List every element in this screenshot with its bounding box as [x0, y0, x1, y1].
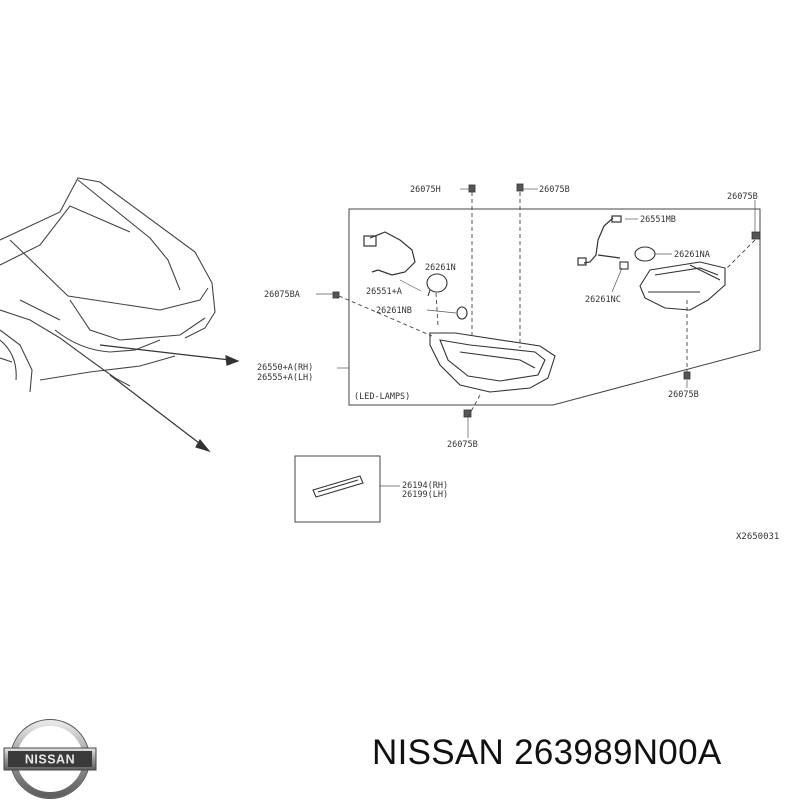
label-harness-left: 26551+A: [366, 287, 402, 297]
label-bottom-clip: 26075B: [447, 440, 478, 450]
brand-part-number: NISSAN 263989N00A: [372, 733, 722, 772]
leader-lines: [338, 192, 756, 418]
nissan-logo: NISSAN: [3, 719, 97, 799]
harness-right: [577, 215, 622, 266]
car-rear-outline: [0, 177, 216, 393]
assembly-frame: [348, 208, 761, 406]
label-reflector-rh: 26194(RH): [402, 481, 448, 491]
bulb-left: [426, 273, 448, 297]
label-top-mid-clip: 26075B: [539, 185, 570, 195]
label-lamp-rh: 26550+A(RH): [257, 363, 313, 373]
label-lamp-lh: 26555+A(LH): [257, 373, 313, 383]
label-led-note: (LED-LAMPS): [354, 392, 410, 402]
label-ref-code: X2650031: [736, 532, 779, 542]
label-bulb-right: 26261NA: [674, 250, 710, 260]
reflector-frame: [294, 455, 381, 523]
label-bulb-left: 26261N: [425, 263, 456, 273]
bulb-left-2: [456, 306, 468, 320]
label-top-right-clip: 26075B: [727, 192, 758, 202]
label-harness-right: 26551MB: [640, 215, 676, 225]
outer-lamp: [639, 261, 726, 311]
pointer-arrows: [99, 344, 240, 453]
label-right-clip-bottom: 26075B: [668, 390, 699, 400]
label-reflector-lh: 26199(LH): [402, 490, 448, 500]
logo-wordmark: NISSAN: [25, 753, 75, 767]
label-top-left-clip: 26075H: [410, 185, 441, 195]
label-bulb-left-2: 26261NB: [376, 306, 412, 316]
tail-lamp-housing: [429, 332, 556, 393]
bulb-right: [619, 246, 656, 270]
reflector-part: [312, 475, 364, 498]
harness-left: [363, 231, 416, 276]
label-socket-right: 26261NC: [585, 295, 621, 305]
label-leaders: [316, 188, 756, 487]
label-screw-left: 26075BA: [264, 290, 300, 300]
clips: [332, 183, 761, 418]
